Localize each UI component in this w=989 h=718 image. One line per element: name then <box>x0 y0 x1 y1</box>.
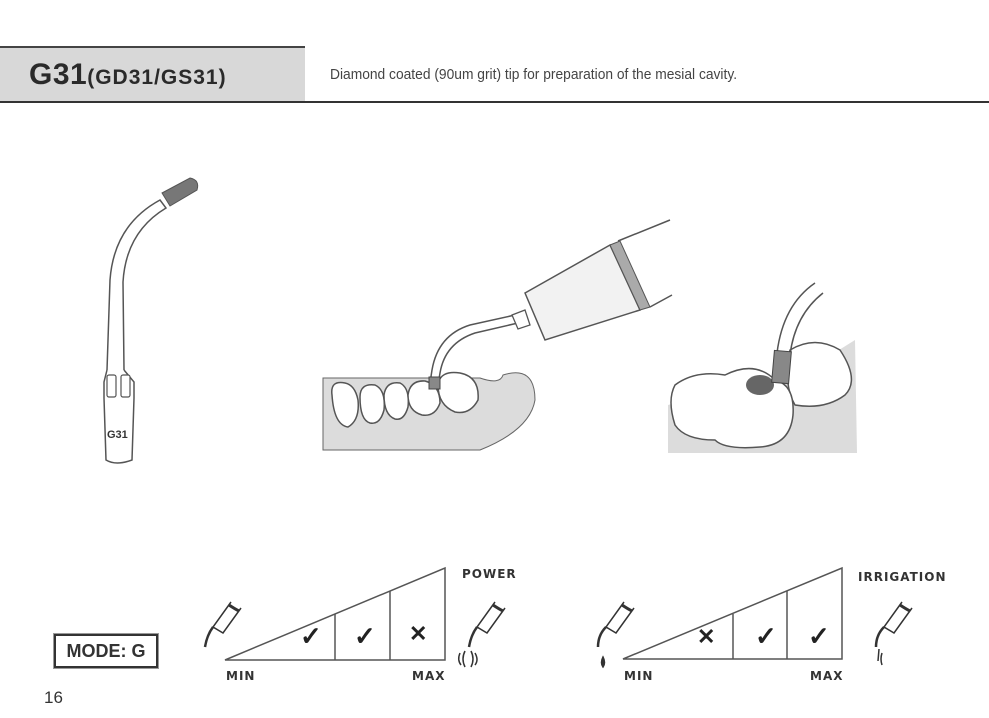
power-level-1-mark: ✓ <box>300 621 322 651</box>
tip-engraving: G31 <box>107 429 128 441</box>
handpiece-high-irrigation-icon <box>874 601 913 666</box>
handpiece-high-power-icon <box>457 601 506 668</box>
irrigation-level-1-mark: ✕ <box>697 624 716 649</box>
irrigation-level-2-mark: ✓ <box>755 621 777 651</box>
cavity-closeup-illustration <box>668 282 857 453</box>
irrigation-min-label: MIN <box>624 669 654 683</box>
power-scale-triangle <box>203 566 506 668</box>
mode-label: MODE: G <box>66 641 146 661</box>
power-min-label: MIN <box>226 669 256 683</box>
mode-indicator: MODE: G <box>54 634 158 668</box>
model-title: G31(GD31/GS31) <box>29 58 227 92</box>
power-title: POWER <box>462 567 517 581</box>
tip-description: Diamond coated (90um grit) tip for prepa… <box>330 66 738 83</box>
page-number: 16 <box>44 688 63 707</box>
model-code: G31 <box>29 58 88 91</box>
scaler-tip-illustration: G31 <box>103 177 199 464</box>
irrigation-level-3-mark: ✓ <box>808 621 830 651</box>
handpiece-low-power-icon <box>203 601 242 648</box>
irrigation-title: IRRIGATION <box>858 570 947 584</box>
handpiece-on-teeth-illustration <box>322 219 673 451</box>
power-level-2-mark: ✓ <box>354 621 376 651</box>
model-variants: (GD31/GS31) <box>87 66 227 89</box>
model-title-box <box>0 46 305 102</box>
header-divider <box>0 101 989 103</box>
handpiece-low-irrigation-icon <box>596 601 635 669</box>
irrigation-max-label: MAX <box>810 669 844 683</box>
power-level-3-mark: ✕ <box>409 621 428 646</box>
power-max-label: MAX <box>412 669 446 683</box>
irrigation-scale-triangle <box>596 566 913 669</box>
